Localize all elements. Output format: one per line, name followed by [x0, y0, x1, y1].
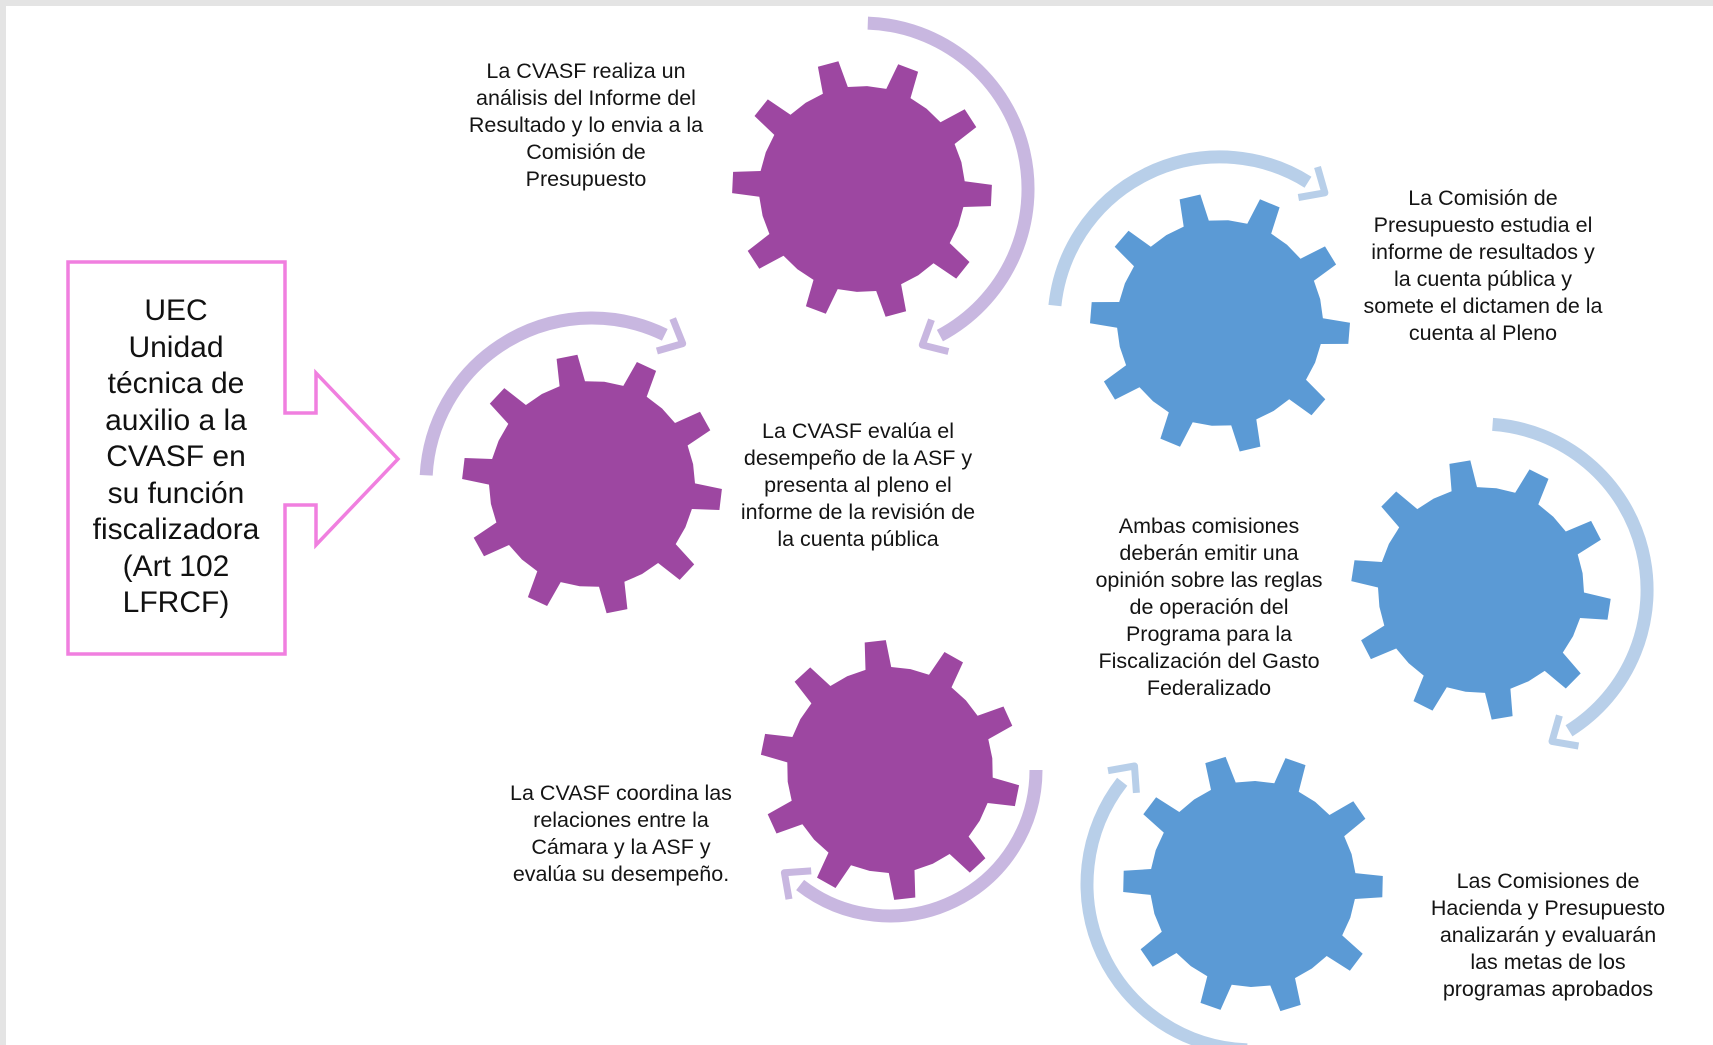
gear-top-purple-gear-icon [732, 61, 992, 317]
gear-bottom-purple-arrowhead-icon [780, 867, 812, 900]
uec-block-arrow [66, 260, 401, 656]
gear-bottom-blue-gear-icon [1123, 756, 1383, 1012]
gear-top-blue-gear-icon [1090, 194, 1350, 452]
gear-top-purple-arrowhead-icon [918, 318, 950, 355]
gear-mid-purple-cycle-arrow [419, 311, 668, 476]
label-mid-purple: La CVASF evalúa el desempeño de la ASF y… [740, 419, 976, 551]
label-top-purple: La CVASF realiza un análisis del Informe… [468, 59, 704, 191]
gear-mid-blue-gear-icon [1351, 460, 1611, 720]
gear-bottom-blue-arrowhead-icon [1107, 762, 1140, 794]
uec-label: UEC Unidad técnica de auxilio a la CVASF… [92, 294, 260, 619]
gear-bottom-purple-gear-icon [760, 640, 1020, 900]
gear-top-blue-arrowhead-icon [1297, 166, 1329, 201]
gear-mid-purple-arrowhead-icon [655, 317, 687, 355]
gear-top-blue-cycle-arrow [1048, 150, 1312, 307]
label-mid-blue: Ambas comisiones deberán emitir una opin… [1095, 514, 1323, 700]
diagram-svg [66, 16, 1654, 1045]
gear-mid-blue-cycle-arrow [1492, 417, 1654, 737]
label-bottom-purple: La CVASF coordina las relaciones entre l… [510, 781, 732, 886]
gear-mid-blue-arrowhead-icon [1548, 714, 1580, 750]
diagram-canvas: UEC Unidad técnica de auxilio a la CVASF… [6, 6, 1713, 1045]
gear-bottom-blue-cycle-arrow [1080, 777, 1248, 1045]
label-bottom-blue: Las Comisiones de Hacienda y Presupuesto… [1430, 869, 1666, 1001]
label-top-blue: La Comisión de Presupuesto estudia el in… [1363, 186, 1603, 345]
gear-bottom-purple-cycle-arrow [796, 769, 1043, 923]
gear-mid-purple-gear-icon [462, 354, 722, 614]
gear-top-purple-cycle-arrow [867, 16, 1035, 342]
